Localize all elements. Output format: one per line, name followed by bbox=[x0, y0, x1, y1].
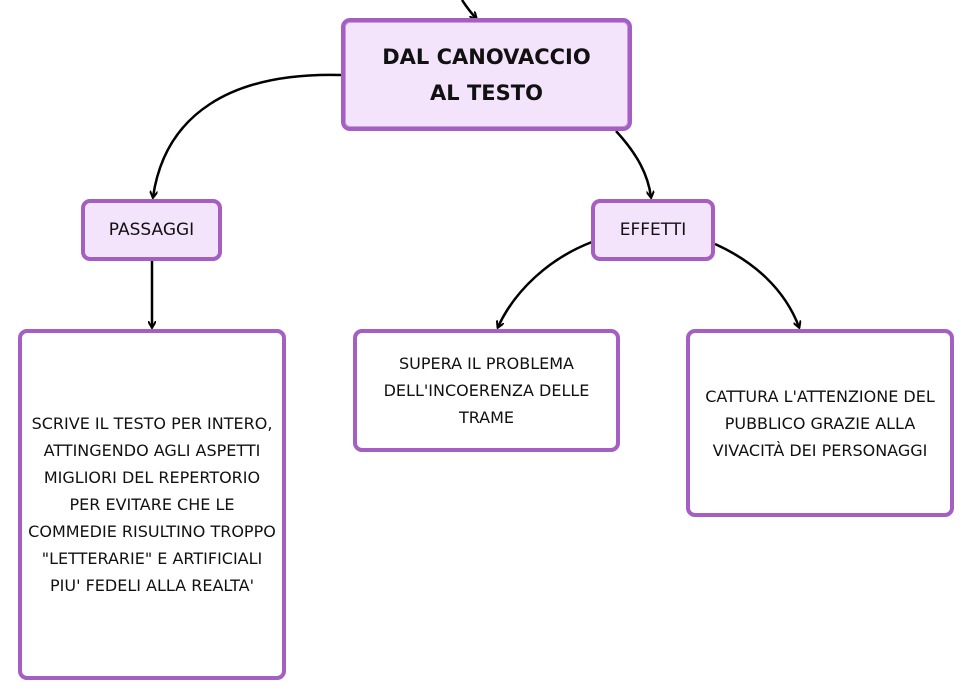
scrive-node: SCRIVE IL TESTO PER INTERO, ATTINGENDO A… bbox=[18, 329, 286, 680]
connector-effetti-supera bbox=[498, 240, 593, 327]
incoming-connector bbox=[460, 0, 476, 18]
passaggi-node: PASSAGGI bbox=[81, 199, 222, 261]
cattura-node: CATTURA L'ATTENZIONE DEL PUBBLICO GRAZIE… bbox=[686, 329, 954, 517]
passaggi-text: PASSAGGI bbox=[108, 220, 195, 240]
scrive-text: SCRIVE IL TESTO PER INTERO, ATTINGENDO A… bbox=[28, 414, 276, 595]
effetti-text: EFFETTI bbox=[619, 220, 687, 240]
effetti-node: EFFETTI bbox=[591, 199, 715, 261]
connector-title-effetti bbox=[615, 130, 651, 197]
connector-title-passaggi bbox=[153, 73, 342, 197]
cattura-text: CATTURA L'ATTENZIONE DEL PUBBLICO GRAZIE… bbox=[705, 386, 935, 460]
supera-node: SUPERA IL PROBLEMA DELL'INCOERENZA DELLE… bbox=[353, 329, 620, 452]
supera-text: SUPERA IL PROBLEMA DELL'INCOERENZA DELLE… bbox=[383, 354, 590, 427]
title-text: DAL CANOVACCIO AL TESTO bbox=[382, 44, 591, 105]
title-node: DAL CANOVACCIO AL TESTO bbox=[341, 18, 632, 131]
connector-effetti-cattura bbox=[714, 242, 799, 327]
